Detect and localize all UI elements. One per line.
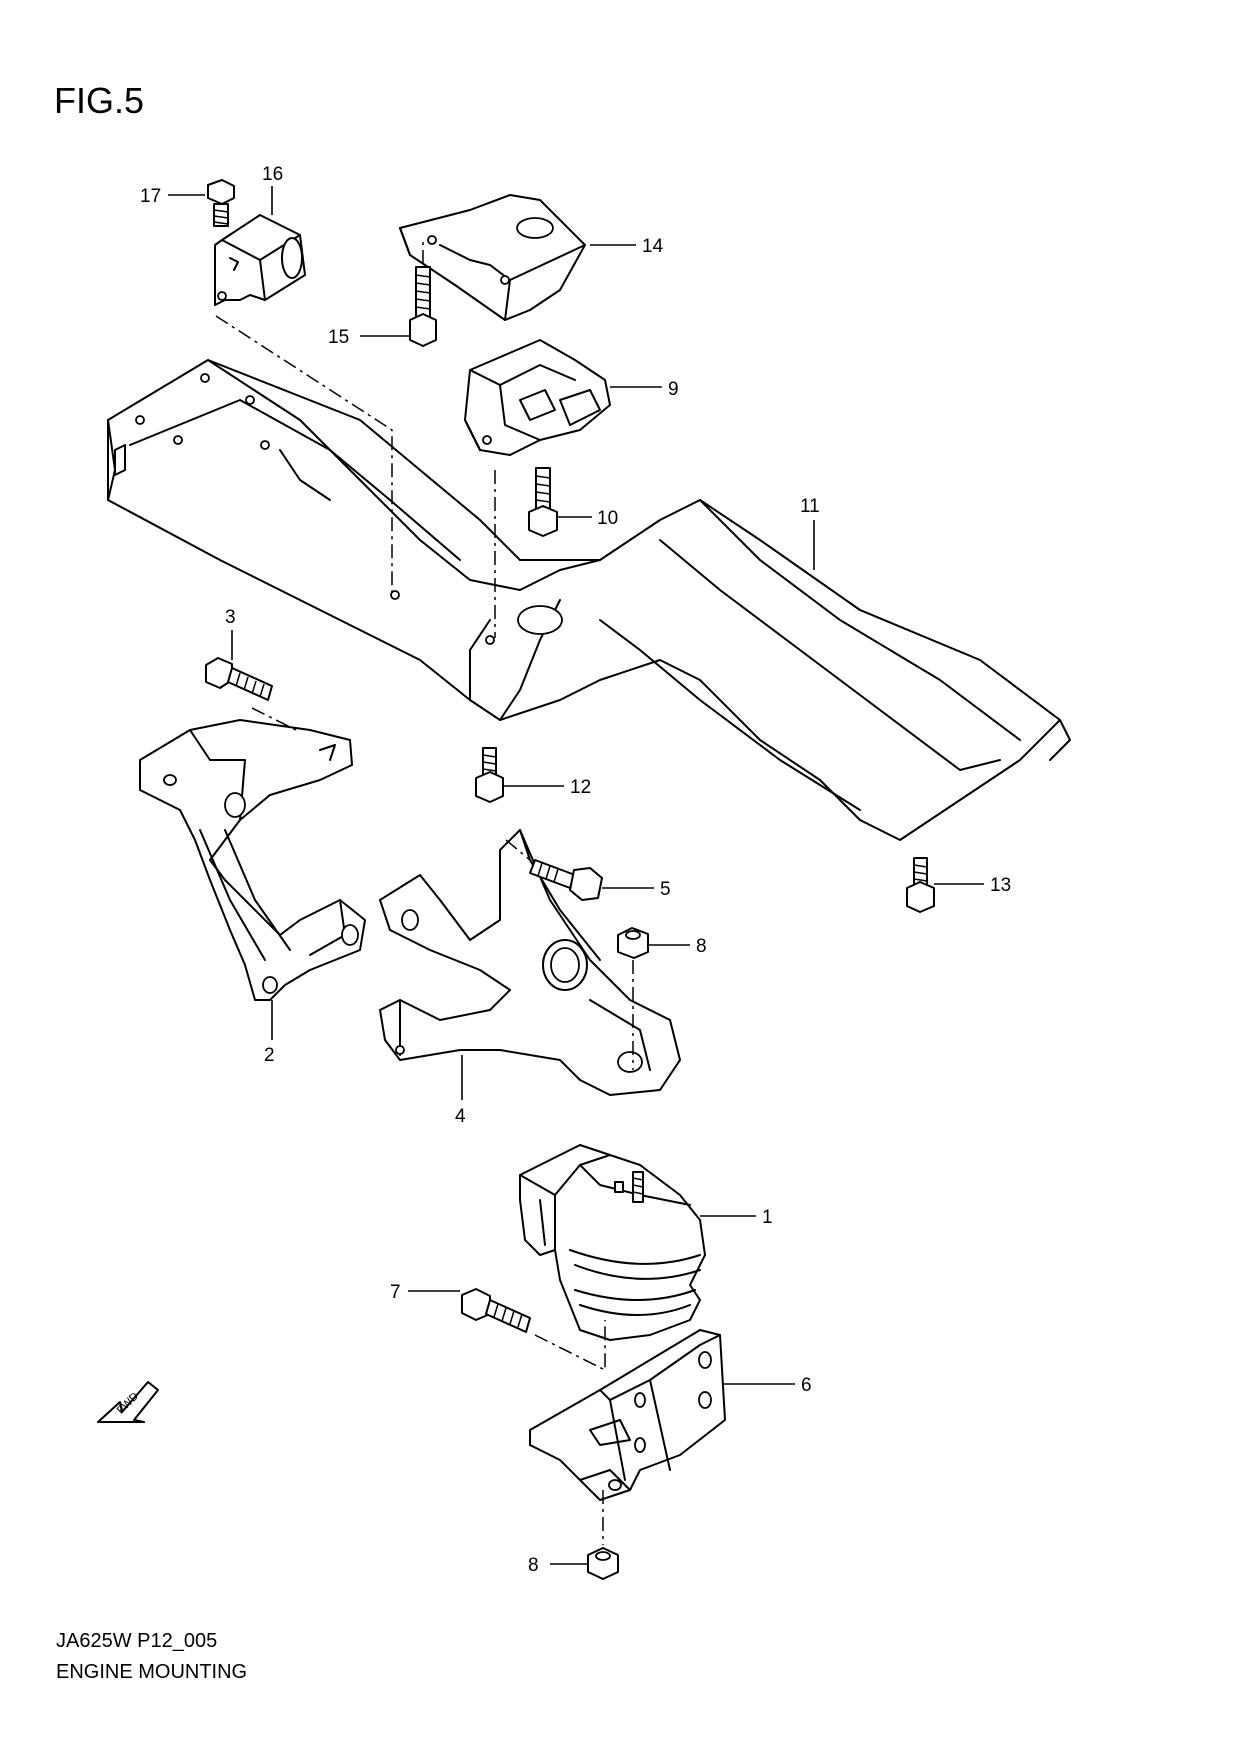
callout-8-upper[interactable]: 8 bbox=[696, 936, 707, 957]
callout-12[interactable]: 12 bbox=[570, 777, 591, 798]
drawing-code: JA625W P12_005 bbox=[56, 1630, 218, 1652]
callout-2[interactable]: 2 bbox=[264, 1045, 275, 1066]
drawing-caption: ENGINE MOUNTING bbox=[56, 1661, 248, 1683]
callout-9[interactable]: 9 bbox=[668, 379, 679, 400]
callout-6[interactable]: 6 bbox=[801, 1375, 812, 1396]
cover-plate-part-14[interactable] bbox=[399, 194, 586, 321]
nut-part-8-upper[interactable] bbox=[617, 927, 649, 959]
bolt-part-3[interactable] bbox=[205, 657, 273, 701]
callout-14[interactable]: 14 bbox=[642, 236, 664, 257]
bolt-part-10[interactable] bbox=[528, 467, 558, 537]
figure-title: FIG.5 bbox=[54, 80, 145, 121]
callout-16[interactable]: 16 bbox=[262, 164, 283, 185]
engine-mount-part-1[interactable] bbox=[519, 1144, 706, 1341]
callout-4[interactable]: 4 bbox=[455, 1106, 466, 1127]
callout-3[interactable]: 3 bbox=[225, 607, 236, 628]
callout-10[interactable]: 10 bbox=[597, 508, 618, 529]
bolt-part-12[interactable] bbox=[475, 747, 504, 803]
bolt-part-15[interactable] bbox=[409, 266, 437, 347]
callout-15[interactable]: 15 bbox=[328, 327, 349, 348]
callout-8-lower[interactable]: 8 bbox=[528, 1555, 539, 1576]
callout-13[interactable]: 13 bbox=[990, 875, 1011, 896]
mount-bracket-part-6[interactable] bbox=[529, 1329, 726, 1501]
assembly-lines bbox=[215, 240, 634, 1545]
nut-part-8-lower[interactable] bbox=[587, 1547, 619, 1580]
engine-bracket-part-2[interactable] bbox=[139, 719, 366, 1001]
bolt-part-17[interactable] bbox=[207, 179, 235, 227]
callout-1[interactable]: 1 bbox=[762, 1207, 773, 1228]
crossmember-part-11[interactable] bbox=[107, 359, 1071, 841]
callout-11[interactable]: 11 bbox=[800, 496, 820, 517]
callout-7[interactable]: 7 bbox=[390, 1282, 401, 1303]
bracket-part-16[interactable] bbox=[214, 214, 306, 306]
engine-bracket-part-4[interactable] bbox=[379, 829, 681, 1096]
fwd-arrow-icon: FWD bbox=[97, 1381, 159, 1423]
rear-mount-part-9[interactable] bbox=[464, 339, 611, 456]
callouts: 17 16 14 15 9 10 11 3 12 bbox=[140, 164, 1011, 1576]
callout-17[interactable]: 17 bbox=[140, 186, 161, 207]
bolt-part-13[interactable] bbox=[906, 857, 935, 913]
bolt-part-5[interactable] bbox=[529, 859, 603, 901]
bolt-part-7[interactable] bbox=[461, 1288, 531, 1333]
callout-5[interactable]: 5 bbox=[660, 879, 671, 900]
